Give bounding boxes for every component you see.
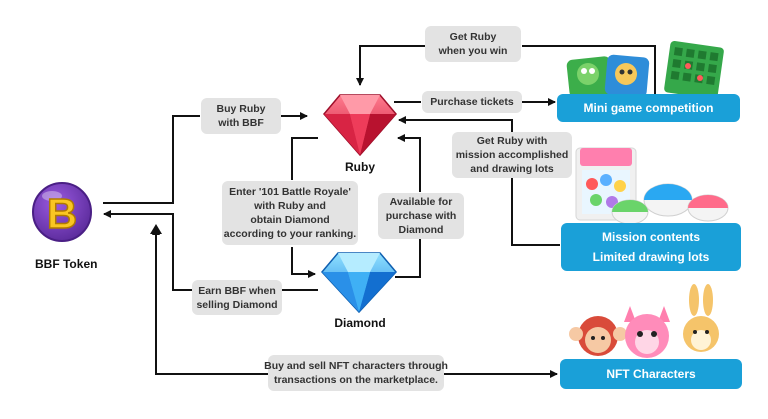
diamond-gem-icon [320, 252, 398, 314]
available-diamond-line-3: Diamond [398, 224, 444, 236]
earn-bbf-box: Earn BBF when selling Diamond [192, 280, 282, 315]
earn-bbf-line-2: selling Diamond [196, 298, 278, 311]
available-diamond-box: Available for purchase with Diamond [378, 193, 464, 239]
available-diamond-line-1: Available for [389, 196, 453, 208]
arrow-diamond-to-available-box [395, 239, 421, 278]
battle-royale-line-4: according to your ranking. [223, 228, 357, 240]
arrow-minigame-to-win-box [522, 45, 656, 94]
mini-game-competition-text: Mini game competition [583, 101, 714, 115]
battle-royale-line-3: obtain Diamond [250, 214, 330, 226]
buy-ruby-line-1: Buy Ruby [216, 103, 266, 115]
nft-characters-illustration [569, 284, 719, 358]
arrow-battle-to-diamond [291, 247, 316, 278]
available-diamond-line-2: purchase with [385, 210, 457, 222]
get-ruby-mission-box: Get Ruby with mission accomplished and d… [452, 132, 572, 178]
diamond-label: Diamond [334, 316, 386, 330]
earn-bbf-line-1: Earn BBF when [198, 284, 276, 297]
battle-royale-box: Enter '101 Battle Royale' with Ruby and … [222, 181, 358, 245]
nft-characters-text: NFT Characters [606, 367, 696, 381]
arrow-up-head [150, 224, 162, 234]
arrow-mission-to-box [511, 176, 560, 246]
arrow-ruby-to-battle-box [291, 137, 318, 180]
nft-trade-line-1: Buy and sell NFT characters through [264, 360, 448, 372]
mission-contents-box: Mission contents Limited drawing lots [561, 223, 741, 271]
mission-contents-line-1: Mission contents [601, 230, 700, 244]
token-letter: B [47, 190, 77, 237]
get-ruby-win-box: Get Ruby when you win [425, 26, 521, 62]
connector-lines [103, 45, 656, 378]
bbf-token-logo: B [32, 182, 92, 242]
arrow-mission-box-to-ruby [398, 116, 513, 132]
arrow-token-to-nft-box [155, 227, 268, 375]
battle-royale-line-1: Enter '101 Battle Royale' [229, 186, 351, 198]
get-ruby-win-line-2: when you win [438, 45, 508, 57]
buy-ruby-line-2: with BBF [218, 117, 264, 129]
gacha-machine-illustration [575, 147, 729, 225]
ruby-label: Ruby [345, 160, 375, 174]
bbf-token-label: BBF Token [35, 257, 98, 271]
ruby-gem-icon [323, 94, 397, 157]
buy-ruby-box: Buy Ruby with BBF [201, 98, 281, 134]
battle-royale-line-2: with Ruby and [254, 200, 326, 212]
mini-game-competition-box: Mini game competition [557, 94, 740, 122]
get-ruby-mission-line-2: mission accomplished [455, 149, 569, 161]
mission-contents-line-2: Limited drawing lots [592, 250, 710, 264]
arrow-earn-to-token [103, 210, 192, 291]
arrow-token-to-buy-box [103, 115, 200, 204]
get-ruby-win-line-1: Get Ruby [449, 31, 497, 43]
nft-trade-box: Buy and sell NFT characters through tran… [264, 355, 448, 391]
get-ruby-mission-line-3: and drawing lots [470, 163, 554, 175]
mini-game-illustration [566, 41, 724, 99]
nft-trade-line-2: transactions on the marketplace. [274, 374, 438, 386]
arrow-win-to-ruby [356, 45, 425, 86]
purchase-tickets-box: Purchase tickets [422, 91, 522, 113]
purchase-tickets-text: Purchase tickets [430, 96, 514, 108]
arrow-available-to-ruby [397, 134, 421, 192]
nft-characters-box: NFT Characters [560, 359, 742, 389]
get-ruby-mission-line-1: Get Ruby with [476, 135, 548, 147]
